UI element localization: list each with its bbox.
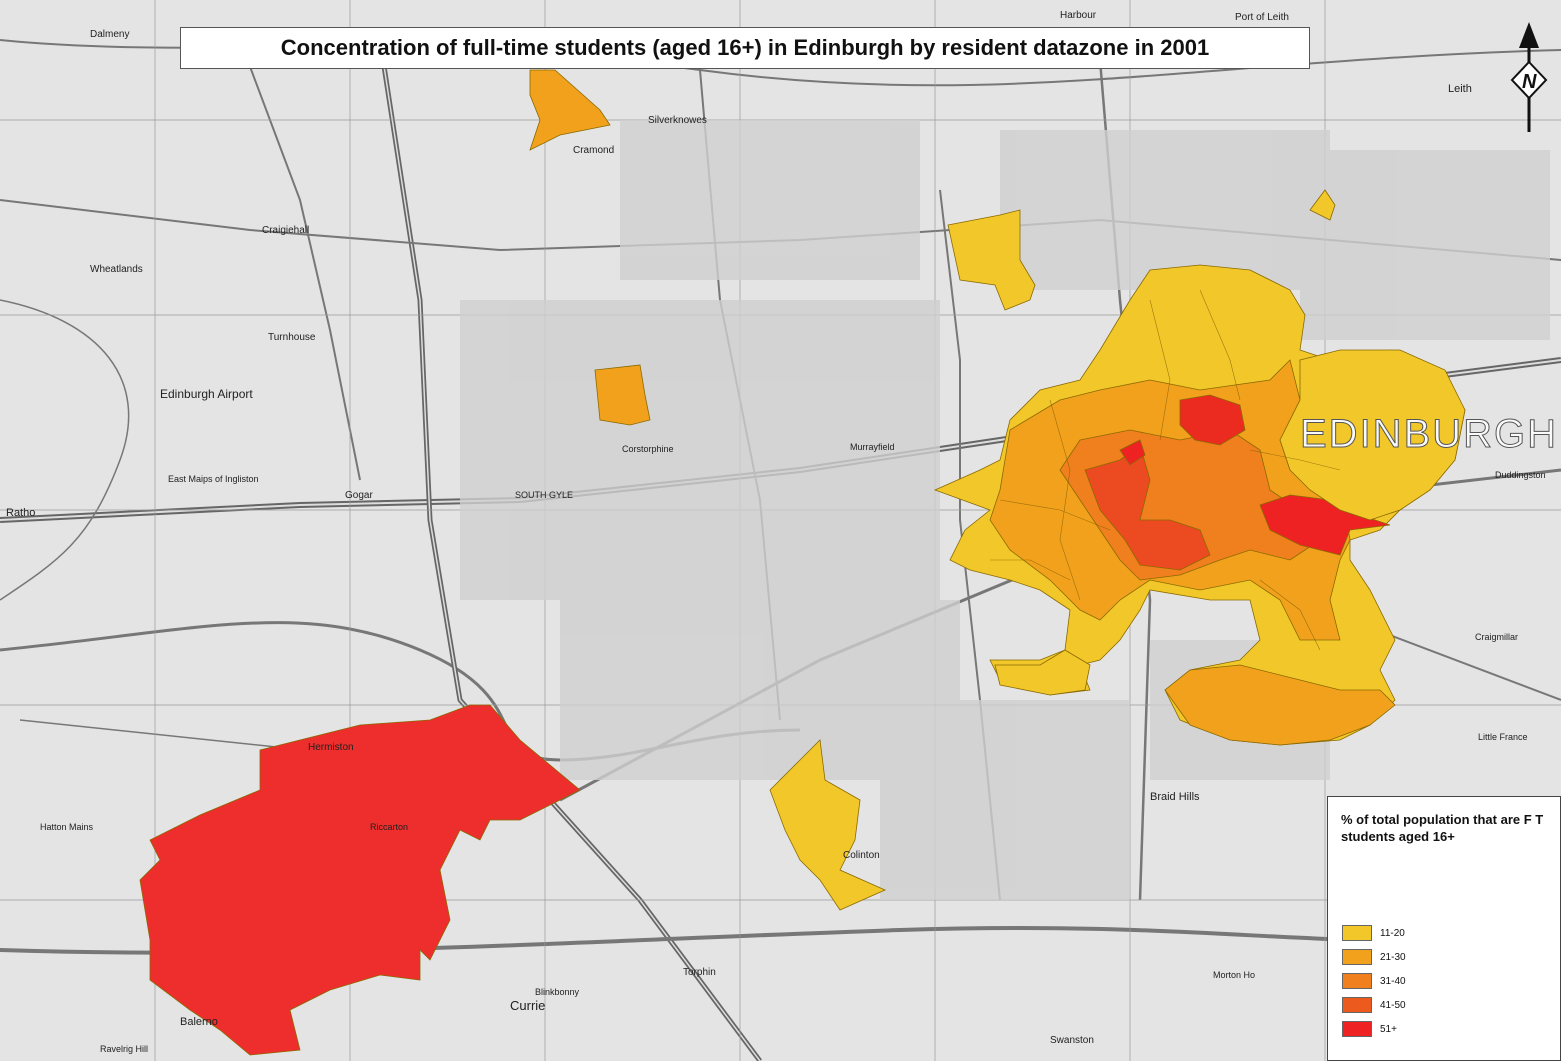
label-leith: Leith <box>1448 83 1472 95</box>
label-craigmillar: Craigmillar <box>1475 632 1518 642</box>
zone-inverleith <box>947 209 1036 311</box>
label-wheatlands: Wheatlands <box>90 264 143 275</box>
north-arrow-label: N <box>1522 71 1537 93</box>
place-labels: Dalmeny Harbour Port of Leith Leith Cram… <box>6 10 1558 1054</box>
north-arrow-icon: N <box>1510 22 1548 132</box>
map-title: Concentration of full-time students (age… <box>280 35 1210 60</box>
legend: % of total population that are F T stude… <box>1327 796 1561 1061</box>
label-torphin: Torphin <box>683 967 716 978</box>
legend-item-41-50: 41-50 <box>1342 996 1406 1014</box>
zone-clermiston <box>594 364 651 426</box>
legend-item-21-30: 21-30 <box>1342 948 1406 966</box>
label-edinburgh: EDINBURGH <box>1300 412 1558 456</box>
legend-label: 21-30 <box>1380 951 1406 963</box>
label-duddingston: Duddingston <box>1495 470 1546 480</box>
label-craigiehall: Craigiehall <box>262 225 309 236</box>
legend-label: 51+ <box>1380 1023 1397 1035</box>
legend-item-51-plus: 51+ <box>1342 1020 1397 1038</box>
label-murrayfield: Murrayfield <box>850 442 895 452</box>
label-ravelrig-hill: Ravelrig Hill <box>100 1044 148 1054</box>
legend-label: 11-20 <box>1380 927 1405 939</box>
label-hermiston: Hermiston <box>308 742 354 753</box>
zone-cramond <box>529 69 611 151</box>
label-corstorphine: Corstorphine <box>622 444 674 454</box>
label-morton-ho: Morton Ho <box>1213 970 1255 980</box>
label-turnhouse: Turnhouse <box>268 332 316 343</box>
label-gogar: Gogar <box>345 490 373 501</box>
legend-swatch <box>1342 949 1372 965</box>
legend-label: 31-40 <box>1380 975 1406 987</box>
label-ratho: Ratho <box>6 507 35 519</box>
label-hatton-mains: Hatton Mains <box>40 822 94 832</box>
legend-title: % of total population that are F T stude… <box>1341 812 1544 844</box>
label-braid-hills: Braid Hills <box>1150 791 1200 803</box>
zone-colinton <box>769 739 886 911</box>
label-silverknowes: Silverknowes <box>648 115 707 126</box>
legend-swatch <box>1342 925 1372 941</box>
zone-slateford <box>994 649 1091 696</box>
student-datazones <box>139 69 1466 1056</box>
label-currie: Currie <box>510 998 545 1013</box>
zone-hunters-bog <box>1279 349 1466 521</box>
label-east-maips: East Maips of Ingliston <box>168 474 259 484</box>
map-title-box: Concentration of full-time students (age… <box>180 27 1310 69</box>
label-blinkbonny: Blinkbonny <box>535 987 580 997</box>
label-harbour: Harbour <box>1060 10 1097 21</box>
legend-item-31-40: 31-40 <box>1342 972 1406 990</box>
label-cramond: Cramond <box>573 145 614 156</box>
label-swanston: Swanston <box>1050 1035 1094 1046</box>
label-south-gyle: SOUTH GYLE <box>515 490 573 500</box>
legend-swatch <box>1342 997 1372 1013</box>
legend-label: 41-50 <box>1380 999 1406 1011</box>
label-colinton: Colinton <box>843 850 880 861</box>
label-riccarton: Riccarton <box>370 822 408 832</box>
zone-red-small <box>1119 439 1146 466</box>
urban-texture <box>460 120 1550 900</box>
label-dalmeny: Dalmeny <box>90 29 129 40</box>
zone-outlines <box>990 289 1341 651</box>
zone-leith-small <box>1309 189 1336 221</box>
zone-hermiston <box>139 704 581 1056</box>
legend-swatch <box>1342 1021 1372 1037</box>
zone-inch <box>1164 664 1396 746</box>
zone-pollock-red <box>1259 494 1391 556</box>
legend-swatch <box>1342 973 1372 989</box>
label-little-france: Little France <box>1478 732 1528 742</box>
legend-item-11-20: 11-20 <box>1342 924 1405 942</box>
label-edinburgh-airport: Edinburgh Airport <box>160 387 253 401</box>
zone-oldtown-red <box>1179 394 1246 446</box>
label-balerno: Balerno <box>180 1016 218 1028</box>
label-port-of-leith: Port of Leith <box>1235 12 1289 23</box>
